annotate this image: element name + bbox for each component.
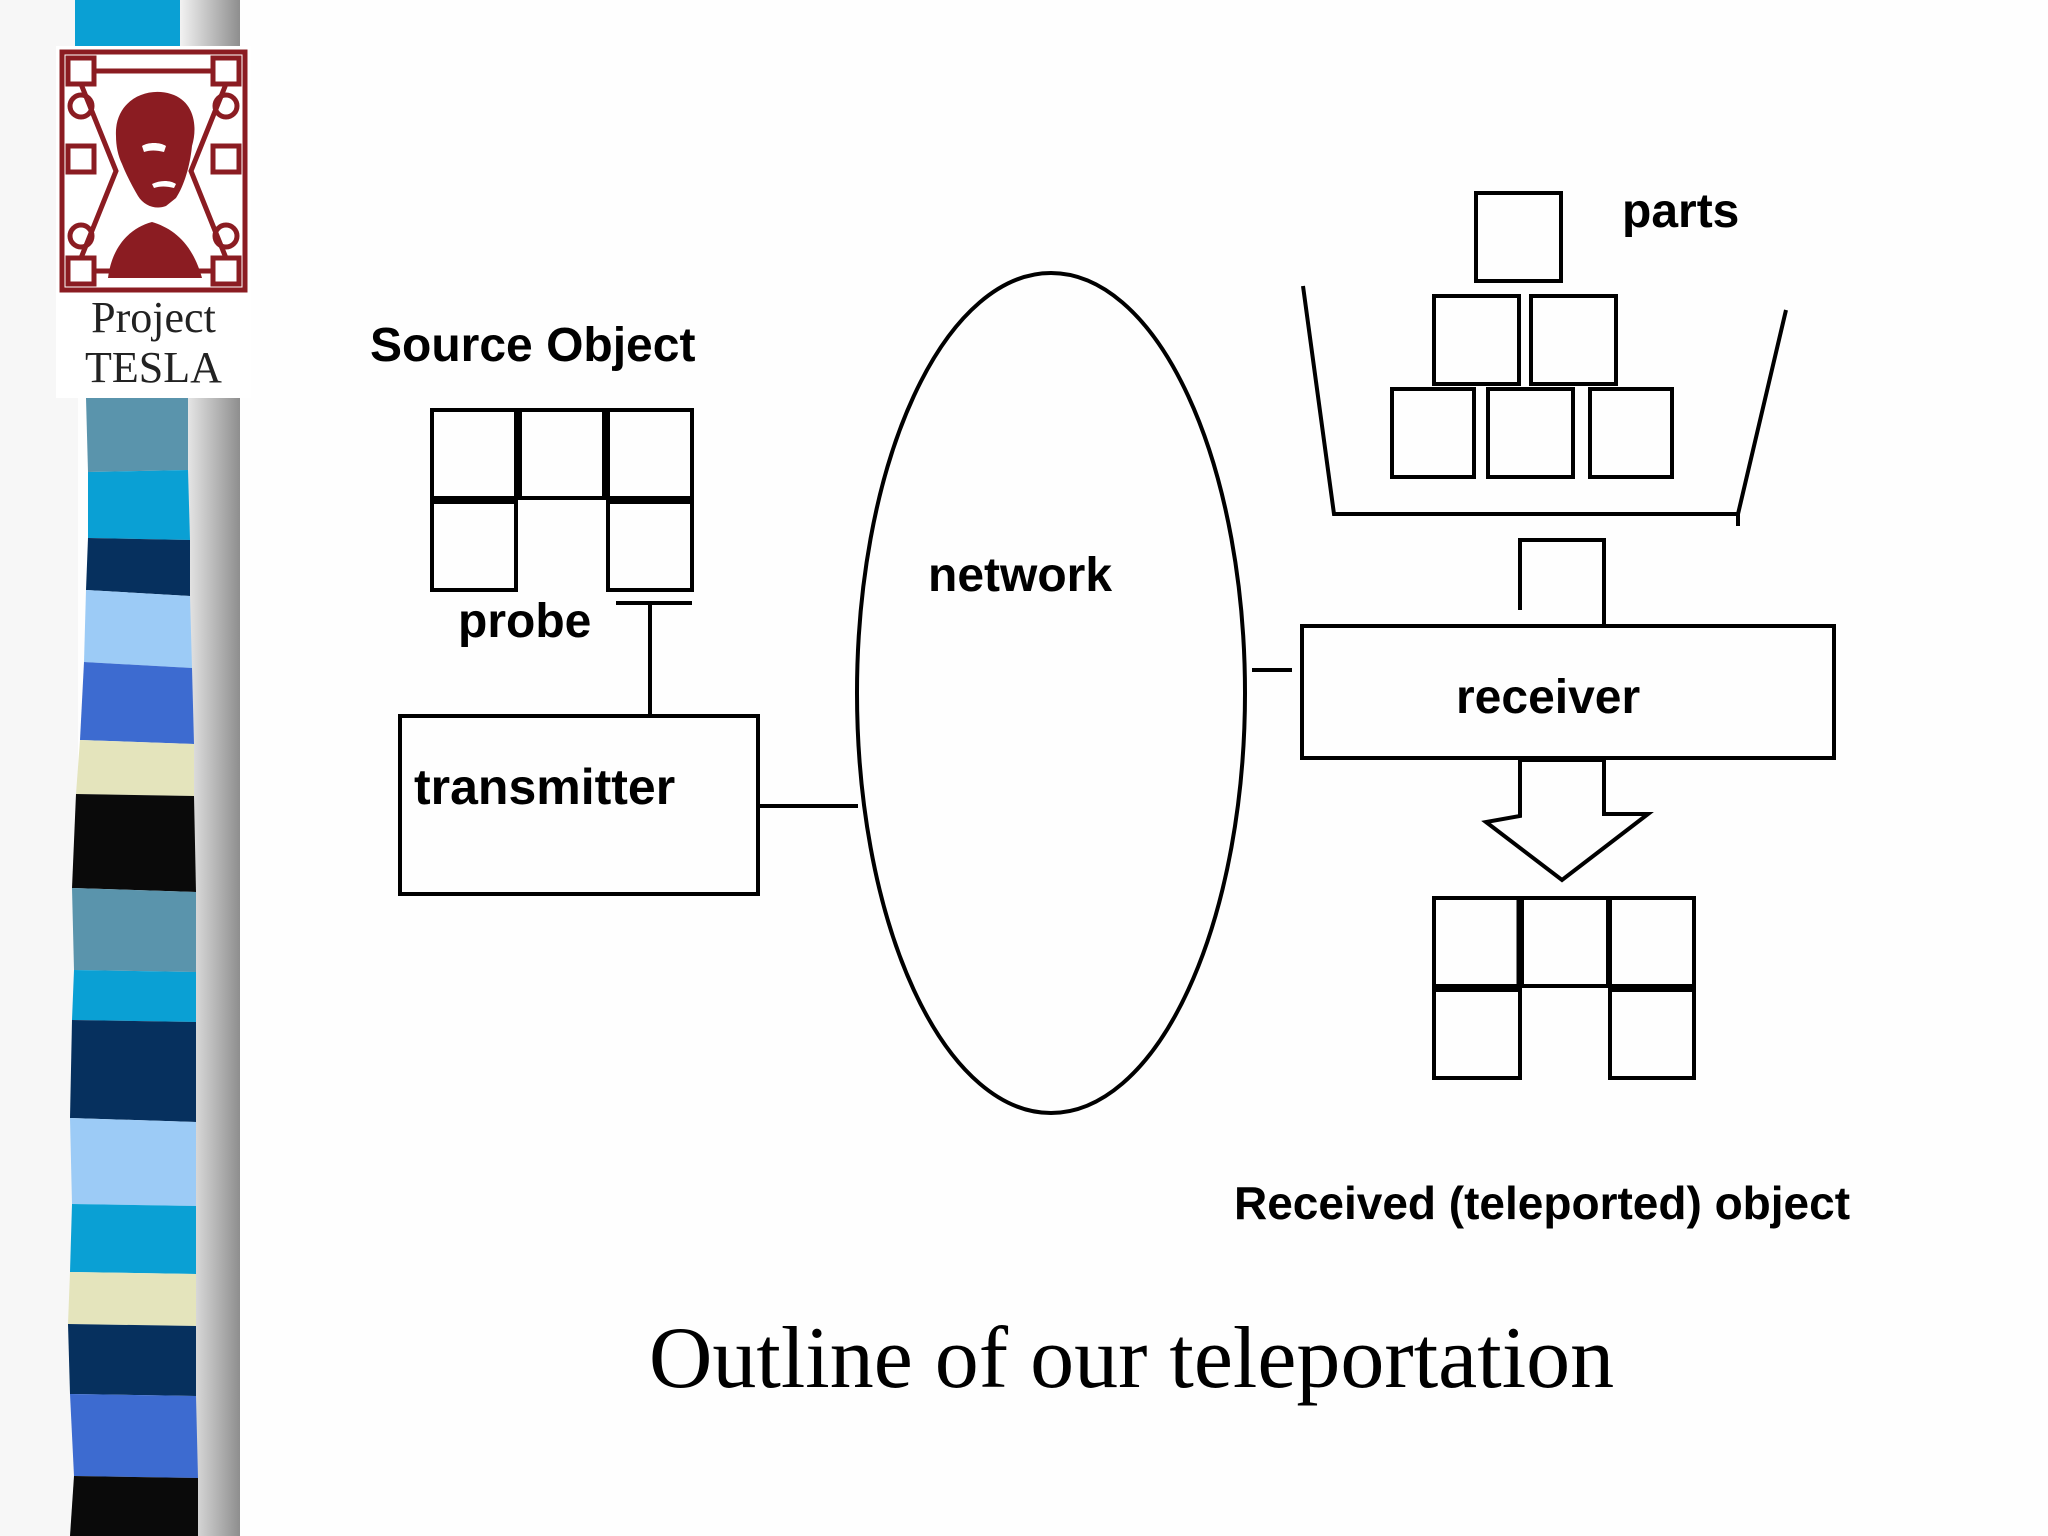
receiver-output-arrow (1481, 758, 1654, 883)
source-block (430, 500, 518, 592)
source-object-label: Source Object (370, 319, 696, 372)
part-block (1529, 294, 1618, 386)
parts-blocks (1390, 191, 1674, 479)
network-label: network (928, 549, 1113, 602)
source-block (430, 408, 518, 500)
source-block (606, 408, 694, 500)
network-ellipse (855, 271, 1247, 1115)
received-object-blocks (1432, 896, 1696, 1080)
parts-bin (1301, 285, 1788, 516)
received-block (1608, 896, 1696, 988)
project-tesla-logo: Project TESLA (56, 46, 251, 398)
received-block (1432, 988, 1522, 1080)
probe-label: probe (458, 595, 592, 648)
received-block (1608, 988, 1696, 1080)
part-block (1390, 387, 1476, 479)
parts-label: parts (1622, 185, 1740, 238)
source-block (606, 500, 694, 592)
receiver-label: receiver (1456, 671, 1641, 724)
part-block (1486, 387, 1575, 479)
received-block (1432, 896, 1522, 988)
source-block (518, 408, 606, 500)
transmitter-label: transmitter (414, 759, 676, 815)
parts-to-receiver-arrow (1518, 538, 1606, 624)
received-object-label: Received (teleported) object (1234, 1177, 1851, 1229)
logo-text-tesla: TESLA (85, 343, 222, 392)
part-block (1588, 387, 1674, 479)
probe-connector (616, 601, 692, 716)
slide-title: Outline of our teleportation (648, 1310, 1615, 1407)
sidebar-stripes (68, 0, 198, 1536)
part-block (1432, 294, 1521, 386)
part-block (1474, 191, 1563, 283)
source-object-blocks (430, 408, 694, 592)
received-block (1520, 896, 1610, 988)
logo-text-project: Project (91, 293, 216, 342)
tesla-portrait-emblem (59, 49, 248, 293)
